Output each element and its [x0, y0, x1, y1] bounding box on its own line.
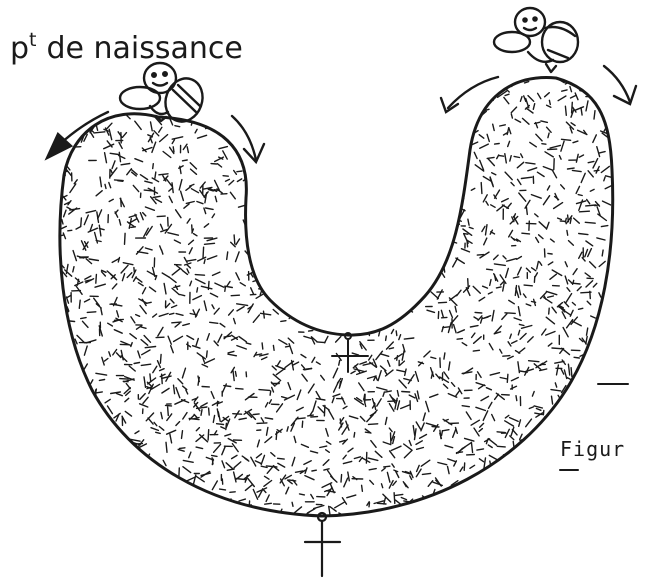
label-superscript: t: [29, 29, 36, 51]
bottom-mark: [305, 513, 340, 576]
birthplace-label: pt de naissance: [10, 29, 243, 66]
inner-mark: [332, 333, 368, 372]
arrow-right-inner-icon: [604, 66, 636, 104]
arrow-left-outer-icon: [47, 112, 108, 158]
figure-caption: Figur: [560, 437, 625, 461]
stipple-texture: [46, 68, 632, 534]
arrow-right-outer-icon: [441, 77, 498, 112]
creature-right-icon: [494, 8, 578, 72]
arrow-left-inner-icon: [232, 116, 264, 162]
u-shape-outline: [60, 78, 613, 516]
u-shape-body: [46, 68, 632, 534]
creature-left-icon: [120, 63, 208, 127]
label-prefix: p: [10, 31, 29, 66]
label-text: de naissance: [47, 31, 243, 66]
